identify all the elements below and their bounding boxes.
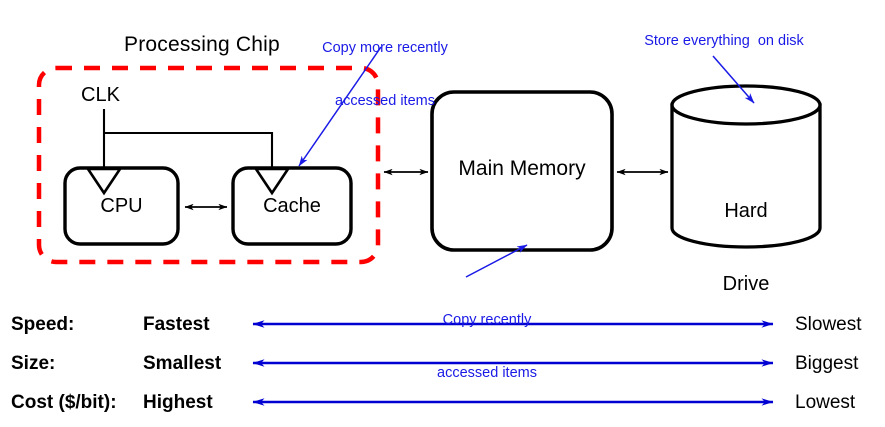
comparison-right-speed: Slowest bbox=[795, 314, 862, 335]
cache-annotation: Copy more recently accessed items bbox=[300, 5, 470, 147]
cpu-clock-input-triangle bbox=[85, 167, 123, 196]
memory-annotation: Copy recently accessed items bbox=[403, 277, 571, 419]
cache-clock-input-triangle bbox=[253, 167, 291, 196]
clk-wire bbox=[102, 109, 274, 168]
comparison-left-size: Smallest bbox=[143, 353, 222, 374]
hard-drive-label-line1: Hard bbox=[724, 199, 768, 222]
main-memory-label: Main Memory bbox=[458, 157, 586, 180]
comparison-left-speed: Fastest bbox=[143, 314, 210, 335]
cache-annotation-line1: Copy more recently bbox=[322, 40, 448, 57]
comparison-key-speed: Speed: bbox=[11, 314, 75, 335]
hard-drive-label: Hard Drive bbox=[672, 150, 820, 345]
comparison-right-size: Biggest bbox=[795, 353, 859, 374]
comparison-left-cost: Highest bbox=[143, 392, 213, 413]
comparison-right-cost: Lowest bbox=[795, 392, 856, 413]
clk-label: CLK bbox=[81, 84, 120, 106]
cache-block bbox=[231, 166, 353, 246]
cache-annotation-line2: accessed items bbox=[335, 93, 435, 110]
cache-note-leader-arrow bbox=[298, 46, 382, 167]
memory-annotation-line1: Copy recently bbox=[442, 312, 532, 329]
hard-drive-cylinder-body bbox=[670, 103, 822, 249]
disk-annotation: Store everything on disk bbox=[644, 33, 804, 49]
cpu-label: CPU bbox=[100, 195, 143, 217]
comparison-key-size: Size: bbox=[11, 353, 56, 374]
memory-note-leader-arrow bbox=[465, 244, 528, 278]
hard-drive-label-line2: Drive bbox=[722, 272, 770, 295]
processing-chip-boundary bbox=[36, 65, 381, 265]
hard-drive-cylinder-top bbox=[670, 84, 822, 126]
cache-label: Cache bbox=[263, 195, 321, 217]
disk-note-leader-arrow bbox=[712, 55, 755, 104]
comparison-key-cost: Cost ($/bit): bbox=[11, 392, 117, 413]
memory-annotation-line2: accessed items bbox=[437, 365, 537, 382]
processing-chip-title: Processing Chip bbox=[124, 33, 280, 56]
